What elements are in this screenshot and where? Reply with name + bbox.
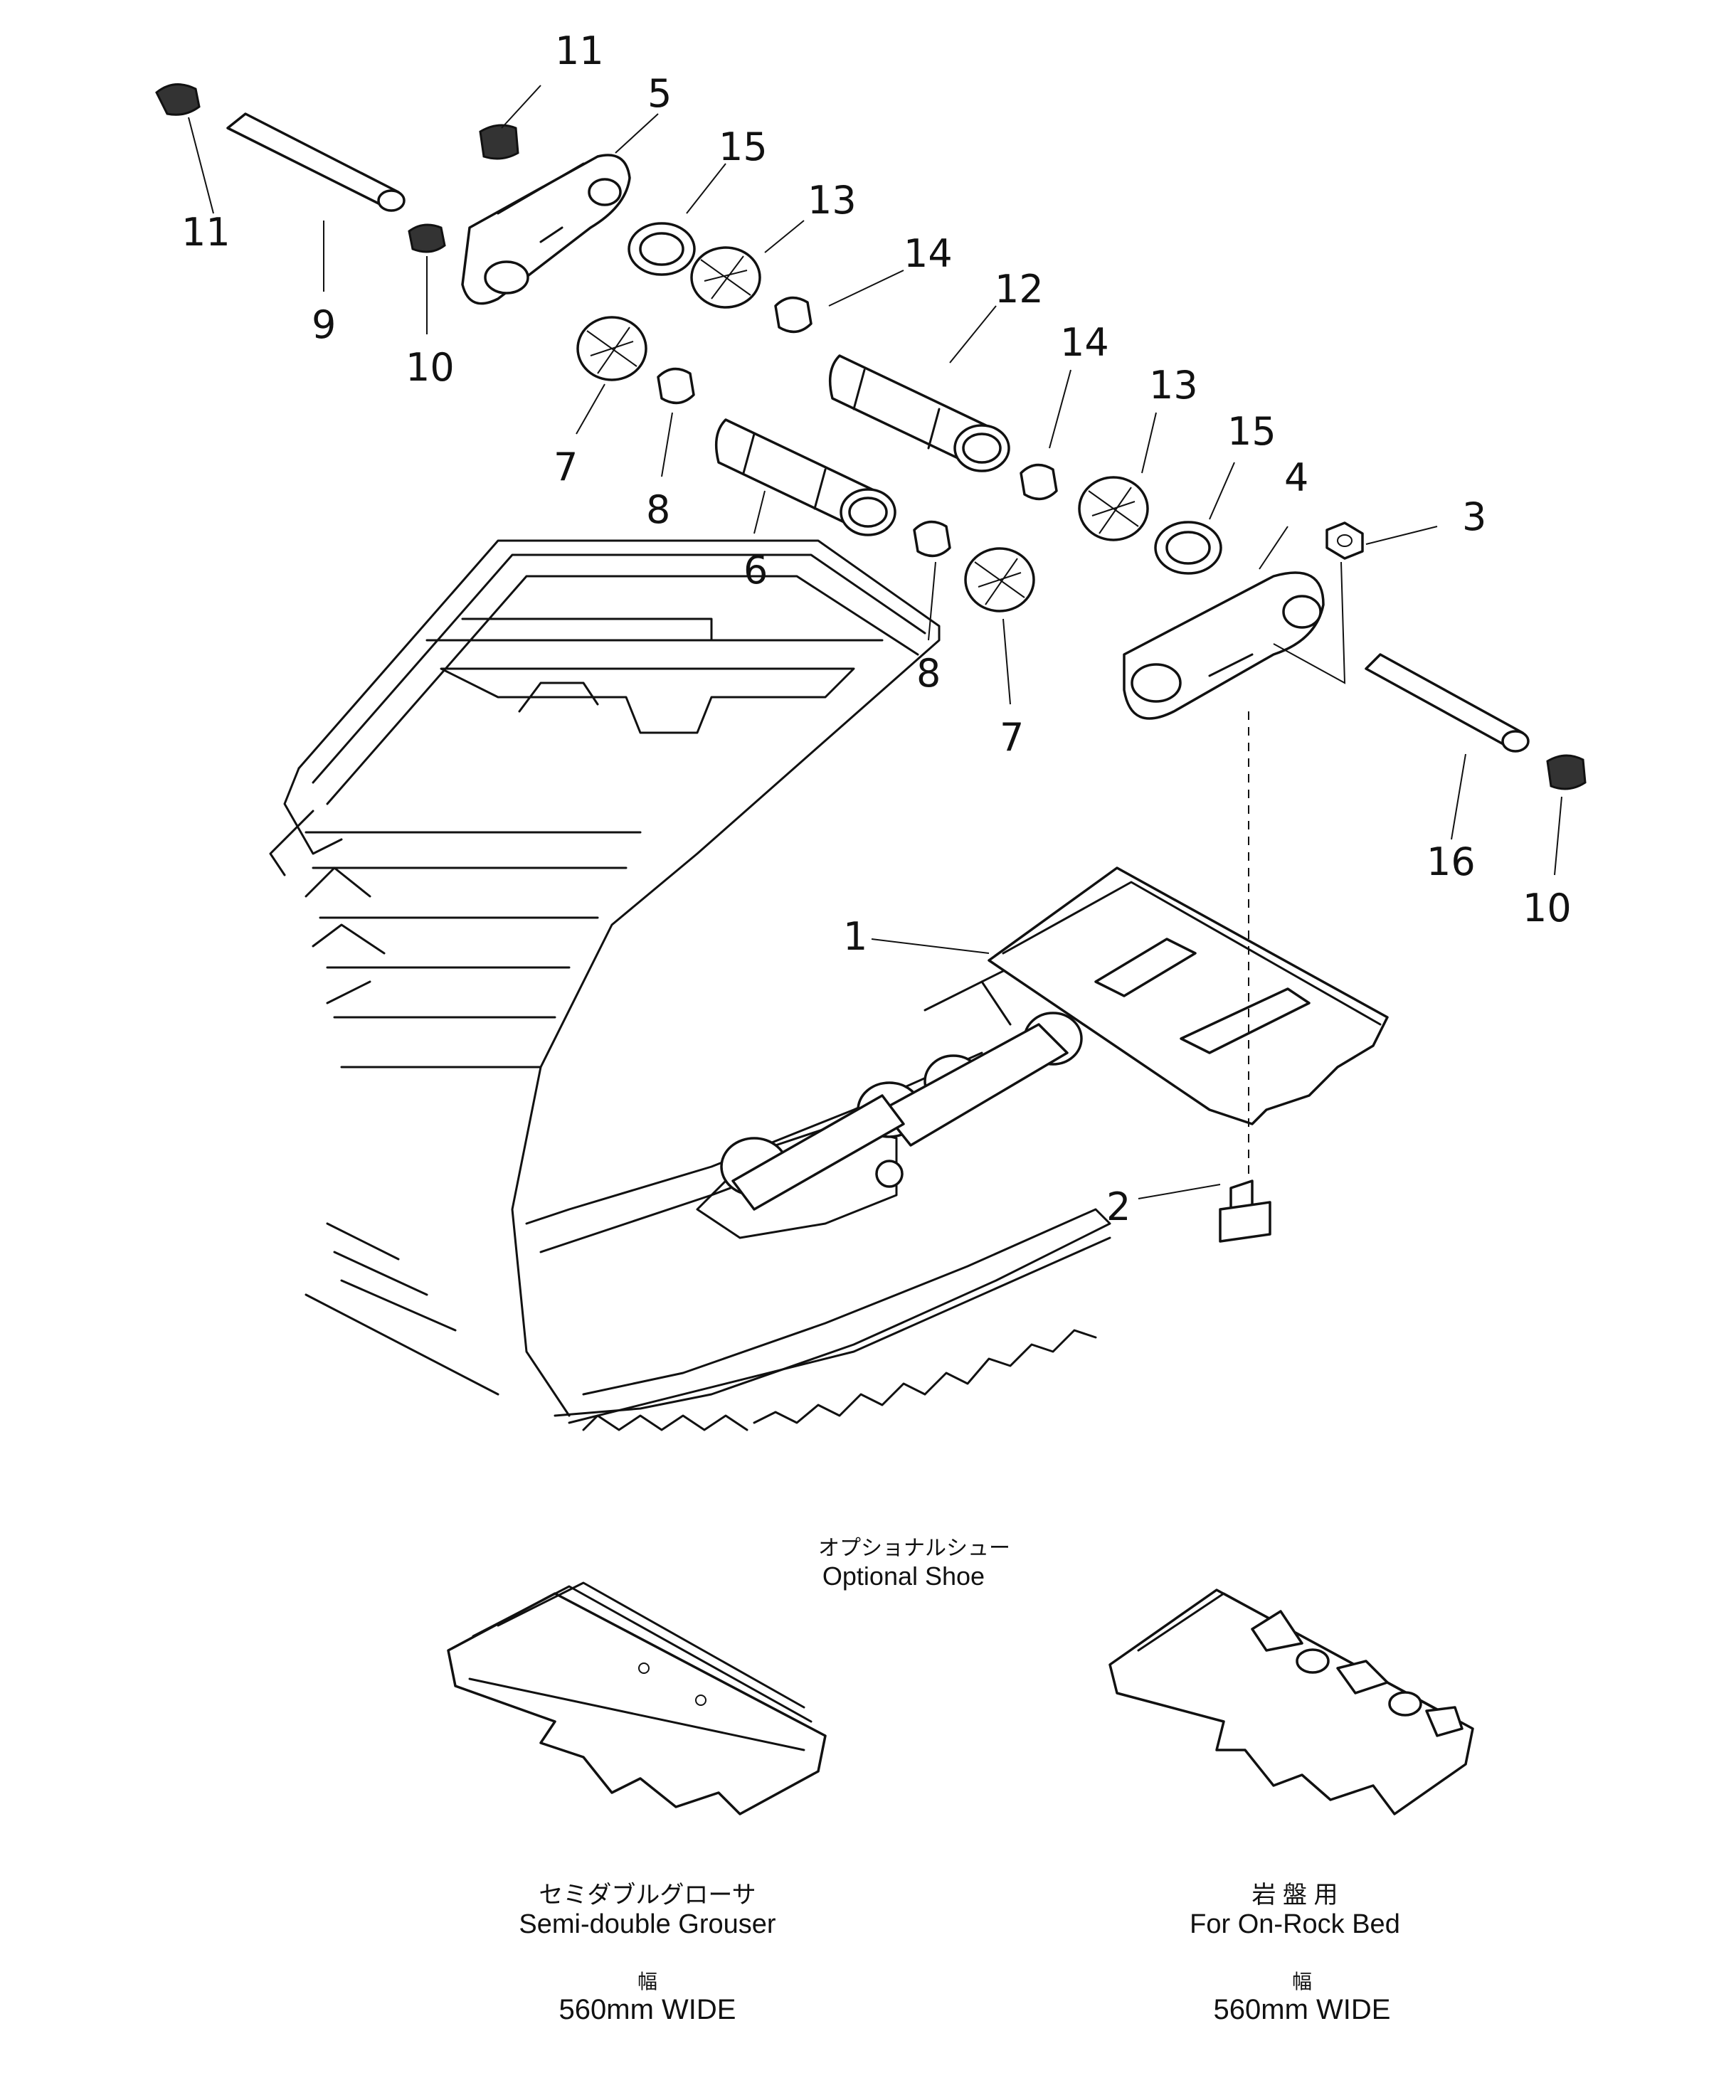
part-11-seal [155,83,201,116]
callout-8-top: 8 [646,487,670,532]
callout-2: 2 [1106,1184,1131,1229]
callout-5: 5 [647,71,672,116]
on-rock-bed-shoe-drawing [1108,1589,1474,1815]
part-1-track-shoe [988,866,1389,1125]
part-14-spacer [774,296,813,334]
on-rock-bed-caption: 岩 盤 用 For On-Rock Bed [1167,1882,1423,1941]
callout-8-lower: 8 [916,651,941,696]
part-10-seal [408,223,446,253]
part-8-spacer-lower [913,520,951,558]
optional-shoe-heading-en: Optional Shoe [822,1561,985,1591]
semi-double-grouser-width-en: 560mm WIDE [559,1994,736,2026]
callout-7-top: 7 [554,445,578,489]
callout-9: 9 [312,302,336,347]
exploded-components [155,83,1587,1243]
callout-4: 4 [1284,455,1308,500]
semi-double-grouser-width: 幅 560mm WIDE [526,1971,768,2026]
callout-6: 6 [743,548,768,593]
part-14-spacer-right [1020,463,1058,501]
callout-14-top: 14 [904,231,953,276]
part-16-pin [1365,653,1524,748]
semi-double-grouser-caption: セミダブルグローサ Semi-double Grouser [498,1882,797,1941]
on-rock-bed-width: 幅 560mm WIDE [1181,1971,1423,2026]
on-rock-bed-name-en: For On-Rock Bed [1190,1909,1400,1940]
leader-lines [188,85,1562,1199]
part-11-seal [479,124,519,160]
callout-3: 3 [1462,494,1486,539]
callout-11-left: 11 [181,210,231,255]
semi-double-grouser-name-en: Semi-double Grouser [519,1909,776,1940]
callout-numbers: 11 11 5 15 13 14 12 9 10 7 8 6 14 13 15 … [181,28,1572,1229]
on-rock-bed-width-en: 560mm WIDE [1213,1994,1391,2026]
callout-10-right: 10 [1523,886,1572,930]
track-chain-assembly [269,539,1111,1431]
part-8-spacer [657,367,695,405]
optional-shoe-heading: オプショナルシュー Optional Shoe [818,1537,1010,1591]
callout-12: 12 [995,267,1044,312]
semi-double-grouser-shoe-drawing [447,1581,827,1815]
on-rock-bed-width-jp: 幅 [1291,1971,1312,1993]
callout-15-top: 15 [719,124,768,169]
callout-13-top: 13 [808,178,857,223]
semi-double-grouser-width-jp: 幅 [637,1971,657,1993]
callout-7-lower: 7 [1000,715,1024,760]
callout-13-right: 13 [1149,363,1198,408]
optional-shoe-heading-jp: オプショナルシュー [818,1537,1010,1560]
on-rock-bed-name-jp: 岩 盤 用 [1251,1882,1338,1909]
part-10-seal-right [1546,754,1587,790]
part-3-nut [1325,521,1364,560]
callout-10-left: 10 [406,345,455,390]
callout-1: 1 [843,914,867,959]
callout-14-right: 14 [1060,320,1109,365]
semi-double-grouser-name-jp: セミダブルグローサ [539,1882,756,1909]
callout-16: 16 [1427,839,1476,884]
callout-11-top: 11 [555,28,604,73]
part-9-pin [226,112,400,208]
callout-15-right: 15 [1227,409,1276,454]
